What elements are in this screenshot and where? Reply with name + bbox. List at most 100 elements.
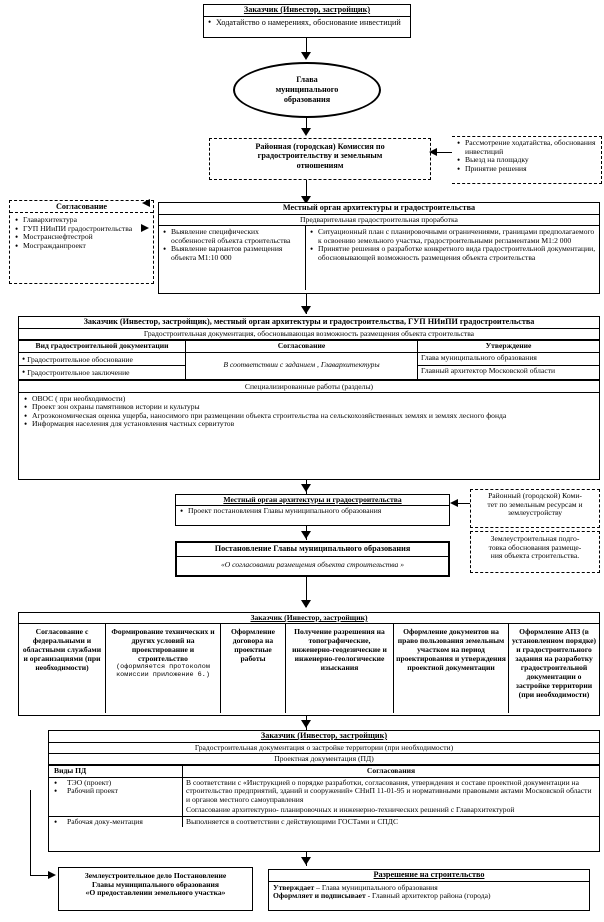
doc-table-sub: Градостроительная документация, обосновы… bbox=[19, 329, 599, 341]
permit-row: Оформляет и подписывает - Главный архите… bbox=[273, 891, 491, 901]
list-item: Главархитектура bbox=[14, 215, 149, 225]
customer-top-header: Заказчик (Инвестор, застройщик) bbox=[204, 5, 410, 17]
local-arch-1-left: Выявление специфических особенностей объ… bbox=[159, 226, 306, 291]
cell-pd-types: Рабочая доку-ментация bbox=[49, 815, 183, 828]
arrow-down-5 bbox=[301, 484, 311, 492]
permit-header: Разрешение на строительство bbox=[269, 870, 589, 882]
node-commission: Районная (городская) Комиссия по градост… bbox=[209, 138, 431, 180]
arrow-down-3 bbox=[301, 196, 311, 204]
postanovlenie-header: Постановление Главы муниципального образ… bbox=[177, 543, 448, 557]
node-soglasovanie: Согласование Главархитектура ГУП НИиПИ г… bbox=[9, 200, 154, 284]
table-header-row: Виды ПД Согласования bbox=[49, 765, 599, 778]
land-case-text: Землеустроительное дело Постановление Гл… bbox=[84, 871, 227, 897]
col-federal-services: Согласование с федеральными и областными… bbox=[19, 624, 106, 714]
list-item: Проект постановления Главы муниципальног… bbox=[179, 506, 446, 516]
list-item: Ходатайство о намерениях, обоснование ин… bbox=[207, 17, 407, 27]
pd-table-sub2: Проектная документация (ПД) bbox=[49, 754, 599, 766]
col-survey-permit: Получение разрешения на топографические,… bbox=[286, 624, 394, 714]
list-item: ОВОС ( при необходимости) bbox=[23, 394, 595, 404]
arrow-down-6 bbox=[301, 531, 311, 539]
special-works-body: ОВОС ( при необходимости) Проект зон охр… bbox=[19, 393, 599, 431]
connector-commission-notes bbox=[433, 152, 453, 153]
col-soglasovanie: Согласование bbox=[185, 340, 418, 353]
permit-body: Утверждает – Глава муниципального образо… bbox=[269, 882, 589, 903]
connector-3 bbox=[306, 180, 307, 202]
list-item: Выявление специфических особенностей объ… bbox=[162, 227, 302, 245]
table-row: Рабочая доку-ментация Выполняется в соот… bbox=[49, 815, 599, 828]
cell-utverzhdenie: Главный архитектор Московской области bbox=[417, 365, 599, 380]
doc-table-header: Заказчик (Инвестор, застройщик), местный… bbox=[19, 317, 599, 329]
arrow-right-land-case bbox=[48, 871, 56, 879]
node-pd-table: Заказчик (Инвестор, застройщик) Градостр… bbox=[48, 730, 600, 852]
pd-table-grid: Виды ПД Согласования ТЭО (проект) Рабочи… bbox=[49, 765, 599, 828]
node-local-arch-2: Местный орган архитектуры и градостроите… bbox=[175, 494, 450, 526]
list-item: Рабочая доку-ментация bbox=[53, 817, 179, 827]
table-header-row: Вид градостроительной документации Согла… bbox=[19, 340, 599, 353]
node-customer-top: Заказчик (Инвестор, застройщик) Ходатайс… bbox=[203, 4, 411, 38]
connector-9 bbox=[30, 790, 31, 876]
node-head-municipality: Глава муниципального образования bbox=[233, 62, 381, 118]
cell-utverzhdenie: Глава муниципального образования bbox=[417, 351, 599, 367]
local-arch-1-sub: Предварительная градостроительная прораб… bbox=[159, 215, 599, 227]
node-postanovlenie: Постановление Главы муниципального образ… bbox=[175, 541, 450, 577]
arrow-down-8 bbox=[301, 720, 311, 728]
cell-type: • Градостроительное заключение bbox=[19, 365, 186, 380]
cell-pd-types: ТЭО (проект) Рабочий проект bbox=[49, 776, 183, 817]
cell-type: • Градостроительное обоснование bbox=[19, 351, 186, 367]
arrow-left-land-committee bbox=[450, 499, 458, 507]
table-row: • Градостроительное заключение Главный а… bbox=[19, 365, 599, 380]
arrow-down-2 bbox=[301, 128, 311, 136]
local-arch-2-header: Местный орган архитектуры и градостроите… bbox=[176, 495, 449, 507]
land-prep-text: Землеустроительная подго- товка обоснова… bbox=[488, 534, 582, 561]
node-customer-6col: Заказчик (Инвестор, застройщик) Согласов… bbox=[18, 612, 600, 716]
list-item: Рассмотрение ходатайства, обоснования ин… bbox=[456, 138, 597, 156]
col-pd-approvals: Согласования bbox=[182, 765, 599, 778]
connector-2 bbox=[306, 118, 307, 134]
list-item: Ситуационный план с планировочными огран… bbox=[309, 227, 596, 245]
arrow-down-7 bbox=[301, 600, 311, 608]
node-land-case: Землеустроительное дело Постановление Гл… bbox=[58, 867, 253, 911]
list-item: Мосгражданпроект bbox=[14, 241, 149, 251]
soglasovanie-body: Главархитектура ГУП НИиПИ градостроитель… bbox=[10, 213, 153, 252]
table-row: ТЭО (проект) Рабочий проект В соответств… bbox=[49, 776, 599, 817]
list-item: ГУП НИиПИ градостроительства bbox=[14, 224, 149, 234]
col-tech-conditions: Формирование технических и других услови… bbox=[106, 624, 221, 714]
list-item: Мостранснефтестрой bbox=[14, 232, 149, 242]
list-item: Выявление вариантов размещения объекта М… bbox=[162, 244, 302, 262]
commission-text: Районная (городская) Комиссия по градост… bbox=[255, 142, 385, 170]
node-permit: Разрешение на строительство Утверждает –… bbox=[268, 869, 590, 911]
connector-7 bbox=[306, 577, 307, 607]
list-item: Принятие решения bbox=[456, 164, 597, 174]
list-item: Информация населения для установления ча… bbox=[23, 419, 595, 429]
arrow-left-commission bbox=[429, 148, 437, 156]
cell-soglasovanie: В соответствии с заданием , Главархитект… bbox=[185, 351, 418, 380]
special-works-header: Специализированные работы (разделы) bbox=[19, 379, 599, 393]
connector-4 bbox=[306, 294, 307, 314]
list-item: Агроэкономическая оценка ущерба, наносим… bbox=[23, 411, 595, 421]
doc-table-grid: Вид градостроительной документации Согла… bbox=[19, 340, 599, 380]
commission-notes-body: Рассмотрение ходатайства, обоснования ин… bbox=[452, 137, 601, 175]
customer-6col-header: Заказчик (Инвестор, застройщик) bbox=[19, 613, 599, 625]
customer-top-body: Ходатайство о намерениях, обоснование ин… bbox=[204, 17, 410, 28]
connector-land-committee bbox=[455, 503, 471, 504]
list-item: Принятие решения о разработке конкретног… bbox=[309, 244, 596, 262]
local-arch-1-right: Ситуационный план с планировочными огран… bbox=[306, 226, 599, 290]
arrow-down-10 bbox=[301, 857, 311, 865]
head-municipality-text: Глава муниципального образования bbox=[275, 75, 339, 104]
list-item: ТЭО (проект) bbox=[53, 778, 179, 788]
land-committee-text: Районный (городской) Коми- тет по земель… bbox=[487, 491, 583, 518]
permit-row: Утверждает – Глава муниципального образо… bbox=[273, 882, 438, 892]
table-row: • Градостроительное обоснование В соотве… bbox=[19, 351, 599, 380]
local-arch-2-body: Проект постановления Главы муниципальног… bbox=[176, 506, 449, 517]
cell-pd-approvals: В соответствии с «Инструкцией о порядке … bbox=[182, 776, 599, 817]
local-arch-1-header: Местный орган архитектуры и градостроите… bbox=[159, 203, 599, 215]
soglasovanie-header: Согласование bbox=[10, 201, 153, 214]
arrow-left-soglasovanie bbox=[142, 199, 150, 207]
cell-pd-approvals: Выполняется в соответствии с действующим… bbox=[182, 815, 599, 828]
pd-table-header: Заказчик (Инвестор, застройщик) bbox=[49, 731, 599, 743]
list-item: Выезд на площадку bbox=[456, 155, 597, 165]
arrow-right-soglasovanie bbox=[141, 224, 149, 232]
node-local-arch-1: Местный орган архитектуры и градостроите… bbox=[158, 202, 600, 294]
postanovlenie-subtitle: «О согласовании размещения объекта строи… bbox=[221, 559, 404, 569]
